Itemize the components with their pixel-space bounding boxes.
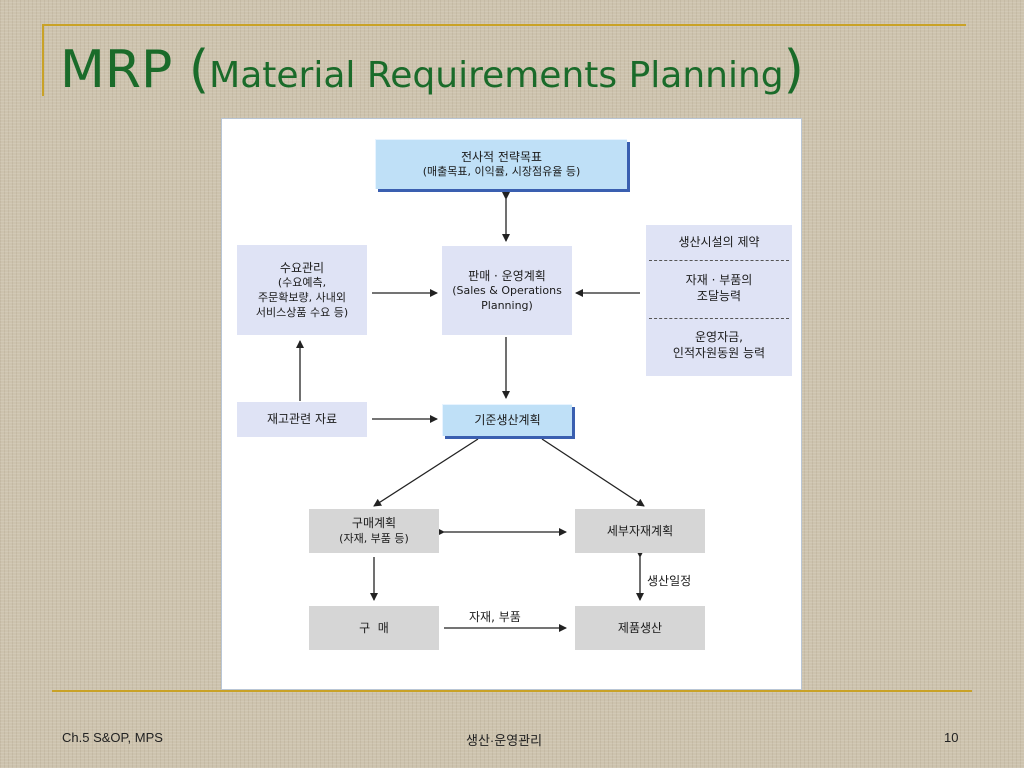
demand-detail-1: (수요예측, bbox=[277, 275, 327, 289]
demand-detail-3: 서비스상품 수요 등) bbox=[255, 305, 349, 319]
demand-management-box: 수요관리 (수요예측, 주문확보량, 사내외 서비스상품 수요 등) bbox=[237, 245, 367, 335]
demand-detail-2: 주문확보량, 사내외 bbox=[258, 290, 346, 304]
strategy-title: 전사적 전략목표 bbox=[460, 149, 543, 164]
slide-title: MRP (Material Requirements Planning) bbox=[60, 44, 804, 96]
strategy-box: 전사적 전략목표 (매출목표, 이익률, 시장점유율 등) bbox=[375, 139, 627, 189]
mps-box: 기준생산계획 bbox=[442, 404, 572, 436]
production-label: 제품생산 bbox=[617, 620, 663, 635]
top-rule bbox=[42, 24, 966, 26]
constraint-facility-label: 생산시설의 제약 bbox=[678, 234, 760, 249]
title-sub: Material Requirements Planning bbox=[209, 55, 784, 96]
mrp-flow-diagram: 전사적 전략목표 (매출목표, 이익률, 시장점유율 등) 수요관리 (수요예측… bbox=[221, 118, 802, 690]
purchase-plan-detail: (자재, 부품 등) bbox=[339, 531, 409, 545]
inventory-label: 재고관련 자료 bbox=[266, 412, 338, 427]
demand-title: 수요관리 bbox=[279, 260, 325, 275]
sop-english-2: Planning) bbox=[481, 298, 533, 312]
material-plan-label: 세부자재계획 bbox=[606, 523, 674, 538]
edge-label-materials: 자재, 부품 bbox=[469, 610, 521, 624]
constraint-facility: 생산시설의 제약 bbox=[678, 225, 759, 259]
title-close: ) bbox=[783, 40, 804, 100]
footer-course: 생산·운영관리 bbox=[466, 733, 543, 748]
sop-english-1: (Sales & Operations bbox=[452, 283, 562, 297]
constraint-funds-line2: 인적자원동원 능력 bbox=[672, 346, 766, 360]
material-plan-box: 세부자재계획 bbox=[575, 509, 705, 553]
constraint-funds-line1: 운영자금, bbox=[695, 329, 743, 344]
strategy-detail: (매출목표, 이익률, 시장점유율 등) bbox=[422, 165, 581, 179]
arrow-mps-material-plan bbox=[541, 438, 645, 507]
footer-chapter: Ch.5 S&OP, MPS bbox=[62, 730, 163, 745]
arrow-mps-purchase-plan bbox=[373, 438, 479, 507]
constraints-box: 생산시설의 제약 자재 · 부품의 조달능력 운영자금, 인적자원동원 능력 bbox=[646, 225, 792, 376]
inventory-data-box: 재고관련 자료 bbox=[237, 402, 367, 437]
purchase-label: 구 매 bbox=[359, 620, 389, 635]
production-box: 제품생산 bbox=[575, 606, 705, 650]
constraint-separator-2 bbox=[649, 318, 789, 319]
purchase-box: 구 매 bbox=[309, 606, 439, 650]
title-main: MRP ( bbox=[60, 40, 210, 100]
connector-layer bbox=[296, 192, 645, 632]
constraint-funds: 운영자금, 인적자원동원 능력 bbox=[673, 317, 765, 373]
footer-page-number: 10 bbox=[944, 730, 959, 745]
constraint-separator-1 bbox=[649, 260, 789, 261]
purchase-plan-title: 구매계획 bbox=[351, 516, 397, 531]
constraint-materials: 자재 · 부품의 조달능력 bbox=[686, 259, 753, 317]
sop-title: 판매 · 운영계획 bbox=[468, 268, 546, 283]
mps-label: 기준생산계획 bbox=[474, 413, 541, 428]
bottom-rule bbox=[52, 690, 972, 692]
purchase-plan-box: 구매계획 (자재, 부품 등) bbox=[309, 509, 439, 553]
constraint-materials-line1: 자재 · 부품의 bbox=[685, 272, 753, 287]
left-rule bbox=[42, 24, 44, 96]
constraint-materials-line2: 조달능력 bbox=[696, 289, 742, 303]
sop-box: 판매 · 운영계획 (Sales & Operations Planning) bbox=[442, 246, 572, 335]
edge-label-schedule: 생산일정 bbox=[647, 574, 692, 588]
